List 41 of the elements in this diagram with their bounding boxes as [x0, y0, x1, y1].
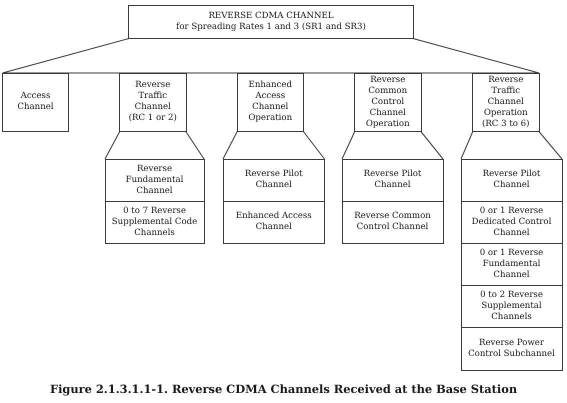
channel-box [222, 158, 325, 202]
channel-box [460, 284, 562, 328]
figure-caption: Figure 2.1.3.1.1-1. Reverse CDMA Channels Received at the Base Station [50, 382, 518, 396]
channel-box [222, 200, 325, 244]
channel-label: Reverse Common Control Channel [353, 211, 432, 234]
branch-connector [342, 130, 444, 160]
channel-box [460, 200, 562, 244]
channel-label: Reverse Common Control Channel Operation [364, 74, 411, 130]
branch-connector [2, 38, 540, 74]
channel-label: Enhanced Access Channel [234, 211, 313, 234]
channel-box [460, 158, 562, 202]
channel-label: 0 or 1 Reverse Fundamental Channel [478, 248, 544, 280]
channel-label: Reverse Pilot Channel [482, 169, 542, 191]
channel-label: Reverse Pilot Channel [244, 169, 304, 191]
channel-label: Reverse Pilot Channel [362, 169, 422, 191]
channel-box [2, 72, 69, 132]
channel-box [104, 158, 204, 202]
title-box [128, 5, 414, 39]
channel-label: 0 or 1 Reverse Dedicated Control Channel [470, 206, 552, 238]
channel-label: 0 to 2 Reverse Supplemental Channels [479, 290, 544, 322]
channel-box [236, 72, 304, 132]
channel-label: 0 to 7 Reverse Supplemental Code Channels [112, 206, 198, 239]
channel-box [354, 72, 422, 132]
channel-box [342, 200, 444, 244]
channel-box [460, 326, 562, 371]
subheading-text: for Spreading Rates 1 and 3 (SR1 and SR3) [176, 22, 366, 33]
channel-label: Enhanced Access Channel Operation [247, 80, 294, 124]
channel-label: Reverse Traffic Channel Operation (RC 3 to 6) [480, 74, 530, 130]
channel-label: Reverse Fundamental Channel [124, 164, 184, 196]
channel-box [472, 72, 540, 132]
channel-label: Reverse Traffic Channel (RC 1 or 2) [128, 80, 178, 124]
branch-connector [460, 130, 562, 160]
channel-label: Reverse Power Control Subchannel [468, 338, 556, 360]
channel-box [460, 242, 562, 286]
branch-connector [104, 130, 204, 160]
channel-box [342, 158, 444, 202]
channel-box [119, 72, 186, 132]
branch-connector [222, 130, 325, 160]
channel-label: Access Channel [16, 91, 55, 113]
heading-text: REVERSE CDMA CHANNEL [208, 11, 334, 22]
channel-box [104, 200, 204, 244]
